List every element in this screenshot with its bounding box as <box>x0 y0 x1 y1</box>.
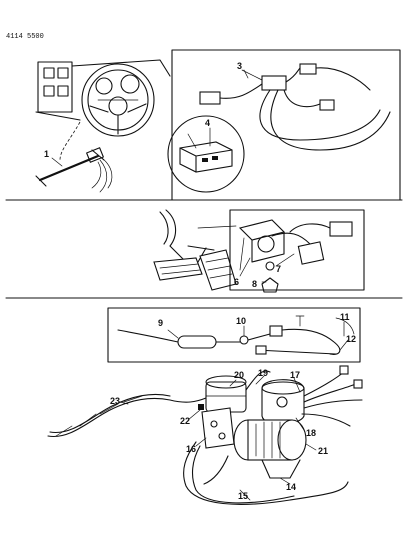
callout-17: 17 <box>290 370 300 380</box>
callout-12: 12 <box>346 334 356 344</box>
callout-18: 18 <box>306 428 316 438</box>
callout-11: 11 <box>340 312 350 322</box>
callout-22: 22 <box>180 416 190 426</box>
switch-box <box>229 209 365 293</box>
callout-15: 15 <box>238 491 248 501</box>
servo-assembly <box>47 365 363 505</box>
callout-9: 9 <box>158 318 163 328</box>
callout-8: 8 <box>252 279 257 289</box>
callout-3: 3 <box>237 61 242 71</box>
dashboard-illustration <box>35 59 171 193</box>
callout-14: 14 <box>286 482 296 492</box>
cable-box <box>107 307 361 363</box>
callout-19: 19 <box>258 368 268 378</box>
callout-4: 4 <box>205 118 210 128</box>
callout-21: 21 <box>318 446 328 456</box>
callout-10: 10 <box>236 316 246 326</box>
callout-1: 1 <box>44 149 49 159</box>
callout-20: 20 <box>234 370 244 380</box>
callout-16: 16 <box>186 444 196 454</box>
pedal-assembly <box>153 209 237 291</box>
relay-inset <box>167 115 245 193</box>
callout-7: 7 <box>276 264 281 274</box>
diagram-code: 4114 5500 <box>6 33 44 41</box>
leader-lines <box>51 69 349 501</box>
callout-6: 6 <box>234 277 239 287</box>
callout-23: 23 <box>110 396 120 406</box>
